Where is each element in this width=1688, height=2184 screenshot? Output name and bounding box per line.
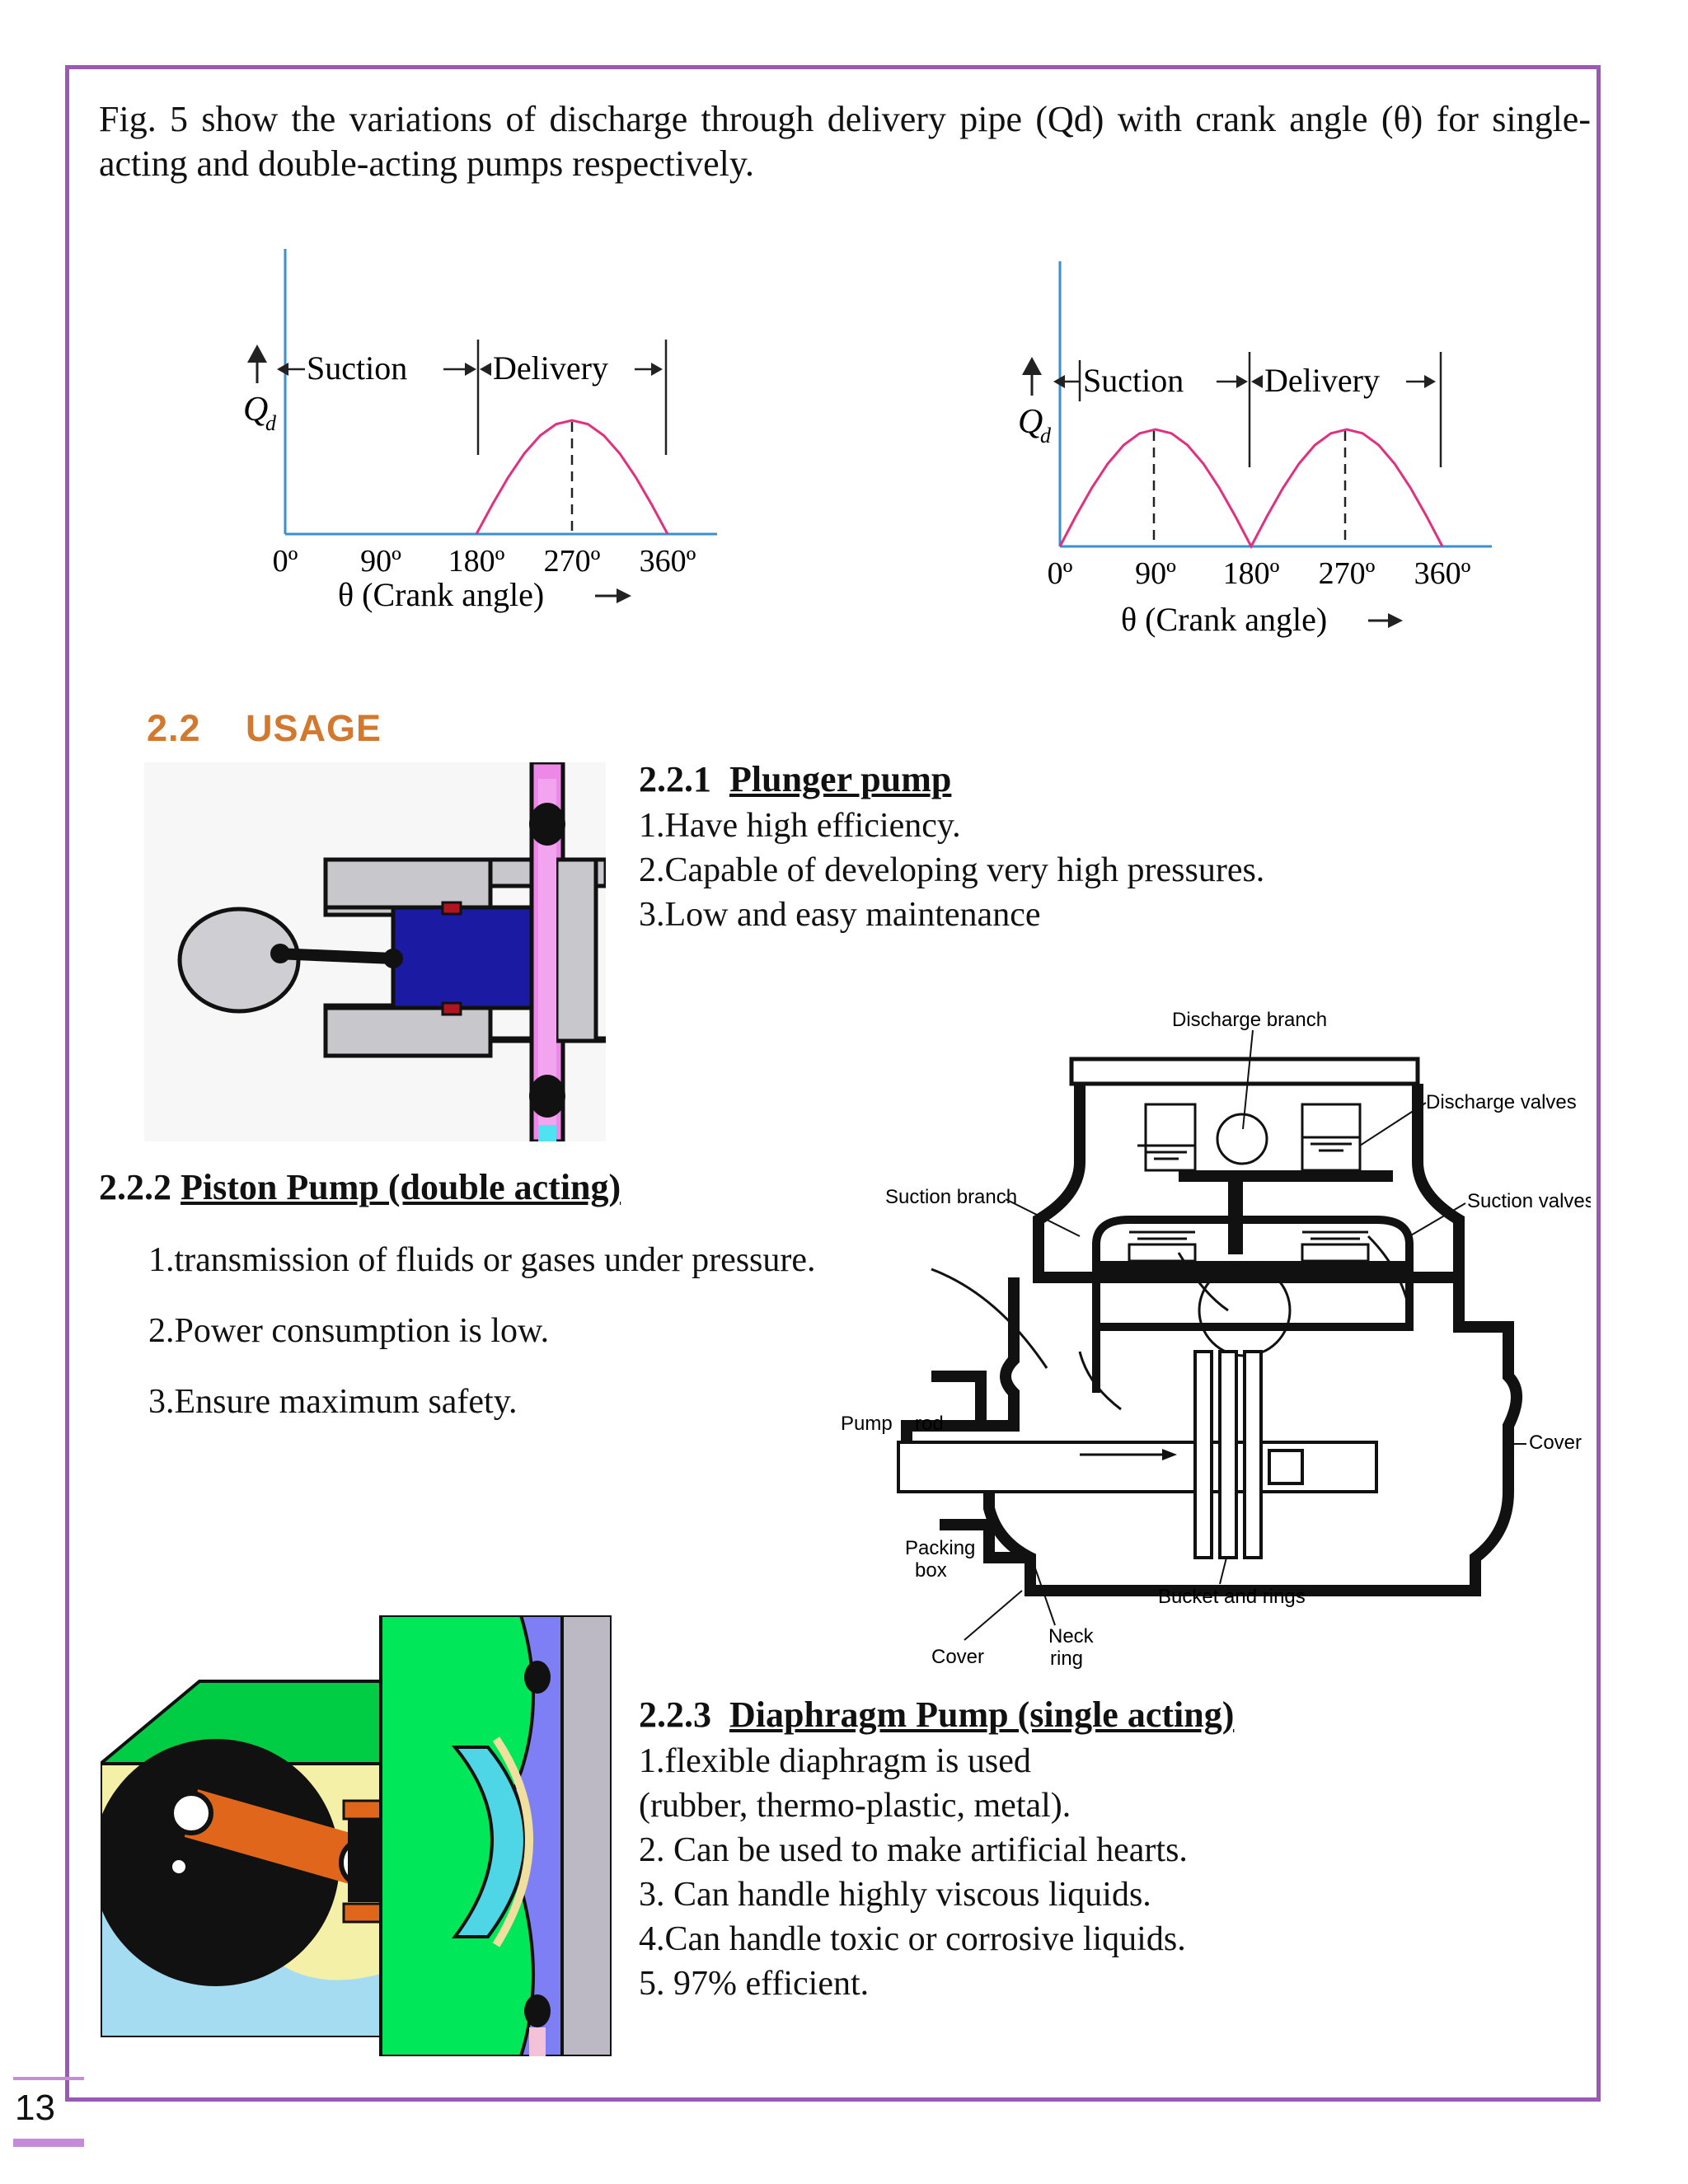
plunger-pump-illustration bbox=[144, 762, 606, 1141]
x-tick-label: 180º bbox=[448, 544, 505, 579]
y-axis-label: Q bbox=[1018, 403, 1043, 441]
x-tick-label: 270º bbox=[544, 544, 601, 579]
diaphragm-title: Diaphragm Pump (single acting) bbox=[729, 1694, 1235, 1735]
piston-heading: 2.2.2 Piston Pump (double acting) bbox=[99, 1166, 841, 1208]
chart-double-acting: Q d Suction Delivery 0º 90º 180º 270º 360º θ… bbox=[1018, 261, 1492, 638]
label-pump: Pump bbox=[841, 1413, 893, 1435]
plunger-number: 2.2.1 bbox=[639, 759, 711, 799]
x-tick-label: 270º bbox=[1319, 556, 1376, 591]
label-discharge-branch: Discharge branch bbox=[1172, 1009, 1327, 1031]
diaphragm-item: 4.Can handle toxic or corrosive liquids. bbox=[639, 1920, 1186, 1958]
plunger-item: 1.Have high efficiency. bbox=[639, 807, 961, 845]
label-bucket: Bucket and rings bbox=[1158, 1586, 1306, 1608]
phase-label-suction: Suction bbox=[307, 349, 407, 387]
y-axis-label: Q bbox=[243, 391, 268, 429]
section-number: 2.2 bbox=[147, 707, 201, 749]
piston-section: 2.2.2 Piston Pump (double acting) 1.tran… bbox=[99, 1166, 841, 1424]
x-tick-label: 90º bbox=[1135, 556, 1176, 591]
diaphragm-pump-illustration bbox=[101, 1615, 612, 2056]
discharge-curve bbox=[1058, 428, 1444, 550]
intro-paragraph: Fig. 5 show the variations of discharge … bbox=[99, 99, 1591, 184]
x-tick-label: 360º bbox=[640, 544, 696, 579]
plunger-item: 2.Capable of developing very high pressu… bbox=[639, 851, 1265, 889]
diaphragm-section: 2.2.3 Diaphragm Pump (single acting) 1.f… bbox=[639, 1694, 1234, 2006]
x-tick-label: 0º bbox=[273, 544, 298, 579]
diaphragm-item: 2. Can be used to make artificial hearts… bbox=[639, 1831, 1188, 1869]
phase-label-delivery: Delivery bbox=[493, 349, 608, 387]
label-box: box bbox=[915, 1559, 947, 1582]
x-axis-label: θ (Crank angle) bbox=[338, 576, 544, 613]
phase-label-delivery: Delivery bbox=[1264, 362, 1380, 399]
piston-item: 1.transmission of fluids or gases under … bbox=[148, 1241, 816, 1279]
piston-pump-diagram: Discharge branch Discharge valves Suctio… bbox=[841, 1009, 1591, 1670]
x-tick-label: 360º bbox=[1414, 556, 1471, 591]
page-number-rule bbox=[13, 2077, 84, 2080]
piston-item: 2.Power consumption is low. bbox=[148, 1312, 550, 1350]
y-arrow-head bbox=[247, 344, 267, 363]
phase-label-suction: Suction bbox=[1083, 362, 1184, 399]
label-packing: Packing bbox=[905, 1537, 975, 1559]
piston-item: 3.Ensure maximum safety. bbox=[148, 1383, 518, 1421]
label-neck: Neck bbox=[1048, 1625, 1095, 1647]
page-number: 13 bbox=[15, 2088, 55, 2128]
chart-single-acting: Q d Suction Delivery 0º 90º 180º 270º 360º θ… bbox=[243, 249, 717, 613]
plunger-heading: 2.2.1 Plunger pump bbox=[639, 758, 1264, 800]
page-border bbox=[65, 65, 1601, 2102]
label-suction-branch: Suction branch bbox=[885, 1186, 1017, 1208]
section-title: USAGE bbox=[246, 707, 382, 749]
label-cover-right: Cover bbox=[1529, 1432, 1582, 1454]
diaphragm-item: 3. Can handle highly viscous liquids. bbox=[639, 1876, 1151, 1914]
x-tick-label: 0º bbox=[1048, 556, 1073, 591]
piston-title: Piston Pump (double acting) bbox=[181, 1167, 621, 1207]
diaphragm-number: 2.2.3 bbox=[639, 1694, 711, 1735]
diaphragm-heading: 2.2.3 Diaphragm Pump (single acting) bbox=[639, 1694, 1234, 1736]
discharge-curve bbox=[475, 419, 669, 535]
x-axis-label: θ (Crank angle) bbox=[1121, 601, 1327, 638]
diaphragm-item: 1.flexible diaphragm is used bbox=[639, 1742, 1031, 1780]
diaphragm-item: 5. 97% efficient. bbox=[639, 1965, 870, 2003]
label-cover-bottom: Cover bbox=[931, 1646, 984, 1668]
plunger-title: Plunger pump bbox=[729, 759, 952, 799]
label-suction-valves: Suction valves bbox=[1467, 1190, 1591, 1212]
section-heading: 2.2 USAGE bbox=[147, 707, 382, 750]
label-discharge-valves: Discharge valves bbox=[1426, 1091, 1577, 1113]
y-axis-label-sub: d bbox=[1040, 424, 1052, 448]
page-number-bar bbox=[13, 2139, 84, 2147]
x-tick-label: 180º bbox=[1223, 556, 1280, 591]
label-ring: ring bbox=[1050, 1647, 1083, 1670]
plunger-section: 2.2.1 Plunger pump 1.Have high efficienc… bbox=[639, 758, 1264, 937]
y-axis-label-sub: d bbox=[265, 411, 277, 435]
diaphragm-item: (rubber, thermo-plastic, metal). bbox=[639, 1787, 1071, 1825]
label-rod: rod bbox=[915, 1413, 944, 1435]
x-tick-label: 90º bbox=[360, 544, 401, 579]
piston-number: 2.2.2 bbox=[99, 1167, 171, 1207]
plunger-item: 3.Low and easy maintenance bbox=[639, 896, 1041, 934]
